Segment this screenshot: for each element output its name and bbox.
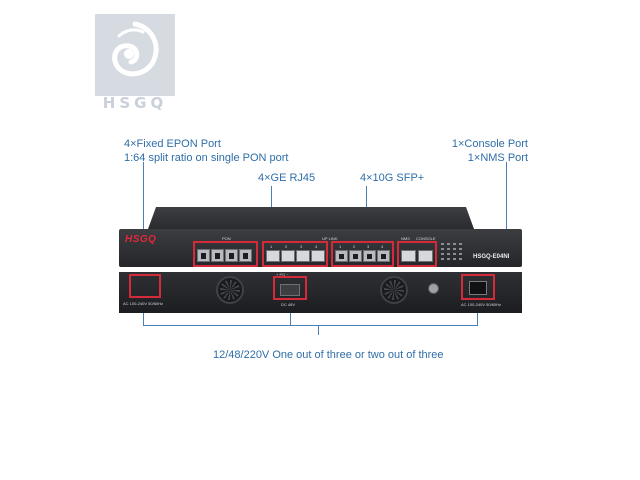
pon-label: PON (222, 236, 231, 241)
model-label: HSGQ-E04NI (473, 254, 510, 260)
rj45-port (296, 250, 310, 262)
ge-ports-highlight (262, 241, 328, 267)
front-brand-label: HSGQ (125, 234, 157, 245)
pon-port (225, 249, 238, 262)
sfp-callout: 4×10G SFP+ (360, 172, 425, 184)
pon-port (239, 249, 252, 262)
ge-port-number: 4 (315, 244, 318, 249)
ge-port-number: 1 (270, 244, 273, 249)
ge-callout: 4×GE RJ45 (258, 172, 316, 184)
pon-ports-highlight (193, 241, 258, 267)
power-connector-stem (318, 325, 319, 335)
sfp-port-number: 3 (367, 244, 370, 249)
epon-callout-line1: 4×Fixed EPON Port (124, 138, 221, 150)
epon-connector-line (143, 162, 144, 245)
power-callout: 12/48/220V One out of three or two out o… (213, 349, 444, 361)
ac-left-label: AC 100-240V 50/60Hz (123, 301, 164, 306)
power-connector-mid (290, 300, 291, 326)
rear-panel (119, 272, 522, 313)
nms-label: NMS (401, 236, 410, 241)
console-callout-line1: 1×Console Port (451, 138, 528, 150)
ac-power-right-highlight (461, 274, 495, 300)
console-label: CONSOLE (416, 236, 436, 241)
ground-screw-icon (428, 283, 439, 294)
sfp-port (363, 250, 376, 262)
power-connector-right (477, 300, 478, 326)
console-callout: 1×Console Port 1×NMS Port (452, 137, 528, 165)
fan-left-icon (216, 276, 244, 304)
sfp-port (349, 250, 362, 262)
chassis-top (148, 207, 474, 229)
dc-power-highlight (273, 276, 307, 300)
sfp-port-number: 4 (381, 244, 384, 249)
sfp-port-number: 1 (339, 244, 342, 249)
status-led-grid (441, 243, 469, 263)
console-connector-line (506, 162, 507, 245)
console-port (418, 250, 433, 262)
ac-right-label: AC 100-240V 50/60Hz (461, 302, 502, 307)
epon-callout: 4×Fixed EPON Port 1:64 split ratio on si… (124, 137, 288, 165)
dc-polarity-label: + PG − (276, 272, 289, 277)
ge-port-number: 3 (300, 244, 303, 249)
rj45-port (311, 250, 325, 262)
rj45-port (281, 250, 295, 262)
rj45-port (266, 250, 280, 262)
pon-port (211, 249, 224, 262)
uplink-label: UP LINK (322, 236, 338, 241)
console-callout-line2: 1×NMS Port (467, 152, 528, 164)
sfp-port (335, 250, 348, 262)
nms-port (401, 250, 416, 262)
sfp-ports-highlight (331, 241, 394, 267)
hsgq-swirl-logo-icon (95, 14, 175, 96)
sfp-port (377, 250, 390, 262)
ac-power-left-highlight (129, 274, 161, 298)
hsgq-logo (95, 14, 175, 96)
epon-callout-line2: 1:64 split ratio on single PON port (124, 152, 289, 164)
logo-wordmark: HSGQ (102, 94, 168, 112)
pon-port (197, 249, 210, 262)
fan-right-icon (380, 276, 408, 304)
dc-label: DC 48V (281, 302, 296, 307)
nms-console-highlight (397, 241, 437, 267)
power-connector-bar (143, 325, 478, 326)
ge-port-number: 2 (285, 244, 288, 249)
sfp-port-number: 2 (353, 244, 356, 249)
